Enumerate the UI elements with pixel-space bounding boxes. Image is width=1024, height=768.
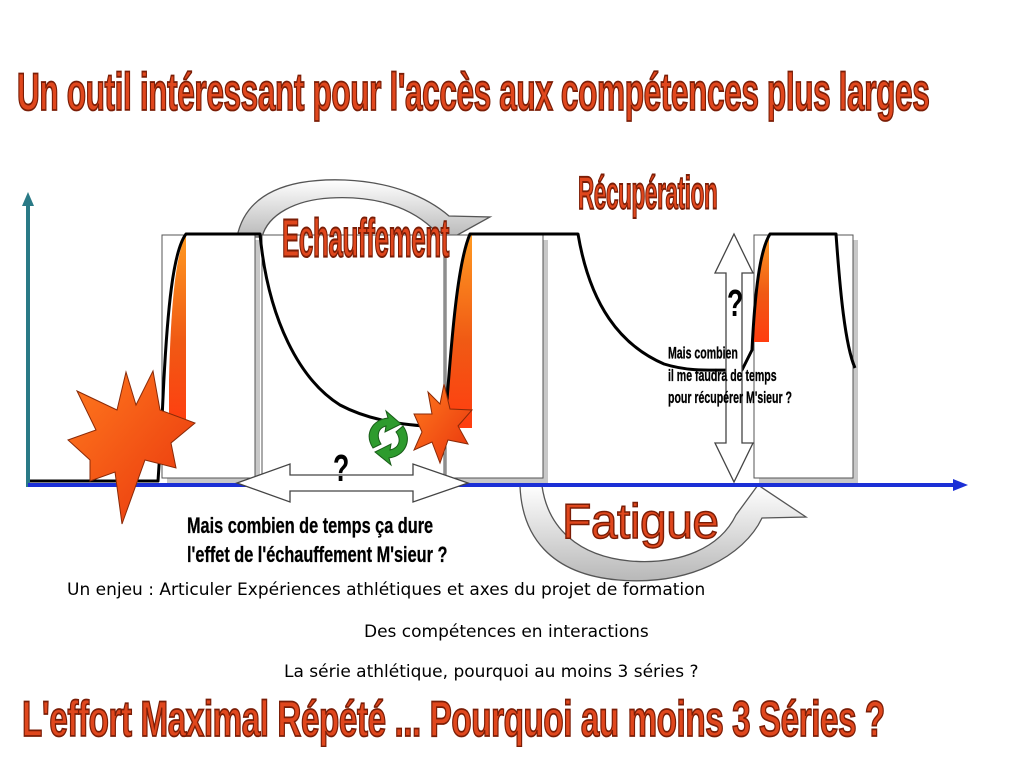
echauffement-label: Echauffement (281, 206, 450, 270)
recuperation-question-note: Mais combien il me faudra de temps pour … (668, 343, 792, 409)
recovery-double-arrow (713, 232, 755, 484)
note-line: Mais combien (668, 345, 738, 363)
note-line: pour récupérer M'sieur ? (668, 389, 792, 408)
caption-enjeu: Un enjeu : Articuler Expériences athléti… (67, 580, 706, 600)
effort-fill-3 (754, 234, 769, 342)
echauffement-question-note: Mais combien de temps ça dure l'effet de… (187, 511, 448, 569)
caption-serie: La série athlétique, pourquoi au moins 3… (284, 662, 699, 682)
x-axis (28, 479, 968, 491)
cycle-arrows-icon (368, 409, 408, 467)
recuperation-label: Récupération (578, 167, 719, 220)
note-line: l'effet de l'échauffement M'sieur ? (187, 542, 448, 567)
effort-fill-1 (169, 234, 186, 428)
curved-arrow-echauffement (236, 179, 493, 239)
caption-competences: Des compétences en interactions (364, 622, 649, 642)
y-axis (22, 192, 34, 487)
fatigue-label: Fatigue (561, 494, 720, 550)
effort-fill-2 (448, 234, 472, 428)
note-line: Mais combien de temps ça dure (187, 513, 434, 538)
question-mark-echauffement: ? (333, 448, 350, 490)
echauffement-double-arrow (235, 463, 470, 503)
effort-box-3 (753, 234, 858, 483)
performance-curve (30, 232, 857, 483)
explosion-burst-large (67, 369, 196, 525)
note-line: il me faudra de temps (668, 367, 777, 385)
curved-arrow-fatigue (519, 484, 809, 582)
page-title: Un outil intéressant pour l'accès aux co… (16, 63, 930, 123)
bottom-title: L'effort Maximal Répété ... Pourquoi au … (21, 691, 885, 748)
question-mark-recuperation: ? (727, 283, 744, 325)
explosion-burst-small (413, 383, 474, 465)
